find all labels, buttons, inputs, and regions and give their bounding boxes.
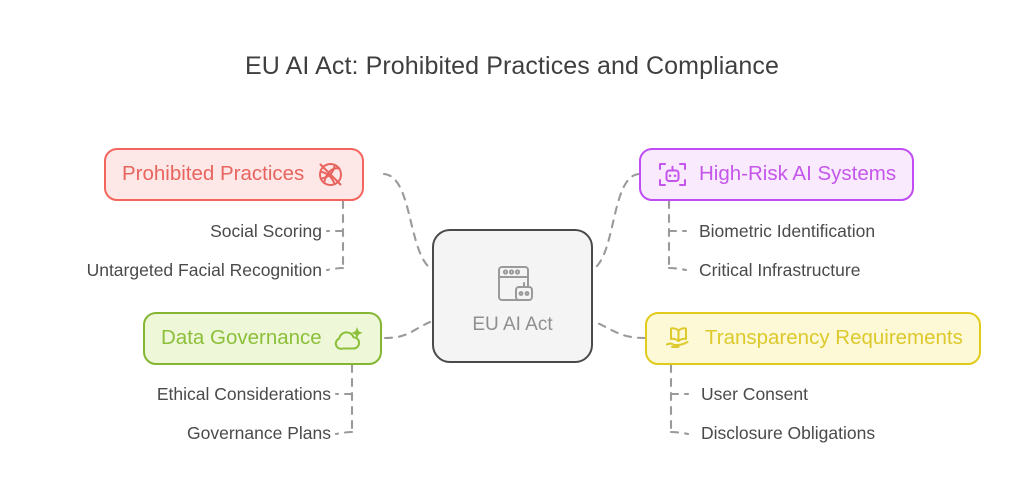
branch-label-prohibited-practices: Prohibited Practices [122, 162, 305, 186]
cloud-sparkle-icon [333, 323, 364, 354]
connector-center-prohibited [382, 172, 432, 270]
leaf-governance-plans: Governance Plans [187, 423, 331, 443]
connector-center-transparency [593, 320, 647, 340]
connector-prohibited-leaf-1 [325, 266, 345, 272]
leaf-biometric-identification: Biometric Identification [699, 221, 876, 241]
book-hand-icon [663, 323, 694, 354]
branch-node-prohibited-practices[interactable]: Prohibited Practices [104, 148, 365, 201]
branch-node-transparency-requirements[interactable]: Transparency Requirements [645, 312, 981, 365]
branch-node-data-governance[interactable]: Data Governance [143, 312, 382, 365]
branch-node-high-risk-ai-systems[interactable]: High-Risk AI Systems [639, 148, 915, 201]
prohibited-icon [315, 159, 346, 190]
connector-highrisk-leaf-1 [667, 266, 688, 272]
connector-center-governance [383, 320, 432, 340]
leaf-social-scoring: Social Scoring [210, 221, 322, 241]
leaf-disclosure-obligations: Disclosure Obligations [701, 423, 876, 443]
page-title: EU AI Act: Prohibited Practices and Comp… [244, 52, 780, 80]
connector-transparency-leaf-1 [669, 430, 690, 436]
leaf-ethical-considerations: Ethical Considerations [156, 384, 331, 404]
browser-robot-icon [487, 258, 539, 310]
center-node-eu-ai-act[interactable]: EU AI Act [432, 229, 593, 363]
leaf-untargeted-facial-recognition: Untargeted Facial Recognition [86, 260, 322, 280]
leaf-user-consent: User Consent [701, 384, 808, 404]
scan-robot-icon [657, 159, 688, 190]
center-node-label: EU AI Act [472, 314, 553, 335]
branch-label-data-governance: Data Governance [161, 326, 322, 350]
leaf-critical-infrastructure: Critical Infrastructure [699, 260, 861, 280]
connector-governance-leaf-1 [334, 430, 354, 436]
branch-label-transparency-requirements: Transparency Requirements [705, 326, 963, 350]
branch-label-high-risk-ai-systems: High-Risk AI Systems [699, 162, 897, 186]
connector-center-highrisk [593, 172, 641, 270]
